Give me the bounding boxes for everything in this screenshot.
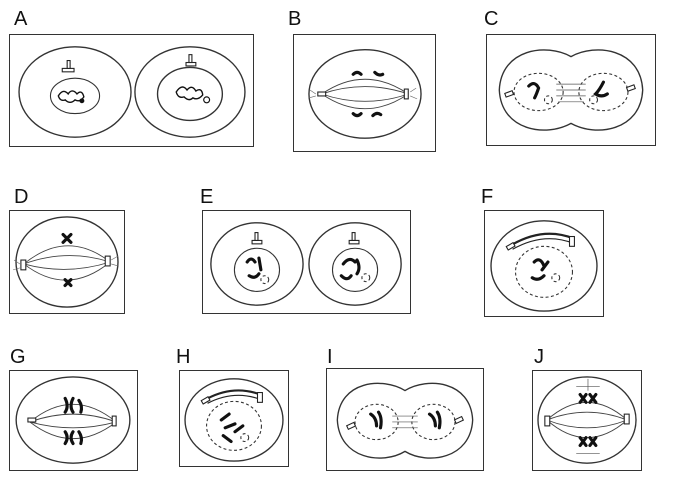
panel-f-drawing — [490, 220, 598, 312]
panel-j — [532, 370, 642, 471]
panel-c-drawing — [498, 49, 644, 131]
label-g: G — [10, 346, 26, 368]
label-b: B — [288, 8, 302, 30]
label-i: I — [327, 346, 333, 368]
panel-e — [202, 210, 411, 314]
panel-a — [9, 34, 254, 147]
label-f: F — [481, 186, 494, 208]
panel-j-drawing — [537, 376, 637, 464]
panel-f — [484, 210, 604, 317]
panel-d-drawing — [12, 216, 119, 308]
label-a: A — [14, 8, 28, 30]
label-c: C — [484, 8, 499, 30]
panel-b — [293, 34, 436, 152]
panel-b-drawing — [308, 49, 422, 139]
label-d: D — [14, 186, 29, 208]
panel-h-drawing — [184, 378, 284, 462]
panel-i — [326, 368, 484, 471]
panel-c — [486, 34, 656, 146]
panel-g-drawing — [15, 376, 131, 464]
label-h: H — [176, 346, 191, 368]
panel-d — [9, 210, 125, 314]
label-e: E — [200, 186, 214, 208]
label-j: J — [534, 346, 544, 368]
panel-h — [179, 370, 289, 467]
panel-g — [9, 370, 138, 471]
panel-e-drawing — [210, 222, 402, 306]
panel-a-drawing — [18, 46, 246, 138]
panel-i-drawing — [336, 382, 474, 459]
